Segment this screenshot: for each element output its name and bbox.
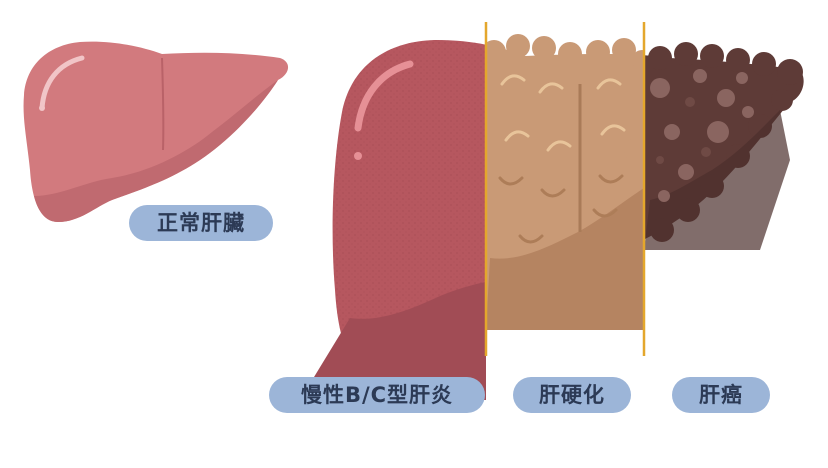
hepatitis-liver bbox=[300, 40, 486, 400]
normal-liver bbox=[23, 41, 289, 223]
label-liver-cancer: 肝癌 bbox=[672, 377, 770, 413]
label-chronic-hepatitis: 慢性B/C型肝炎 bbox=[269, 377, 485, 413]
label-cirrhosis: 肝硬化 bbox=[513, 377, 631, 413]
cancer-liver bbox=[644, 40, 804, 370]
label-normal-liver: 正常肝臟 bbox=[129, 205, 273, 241]
cirrhosis-liver bbox=[486, 34, 644, 370]
